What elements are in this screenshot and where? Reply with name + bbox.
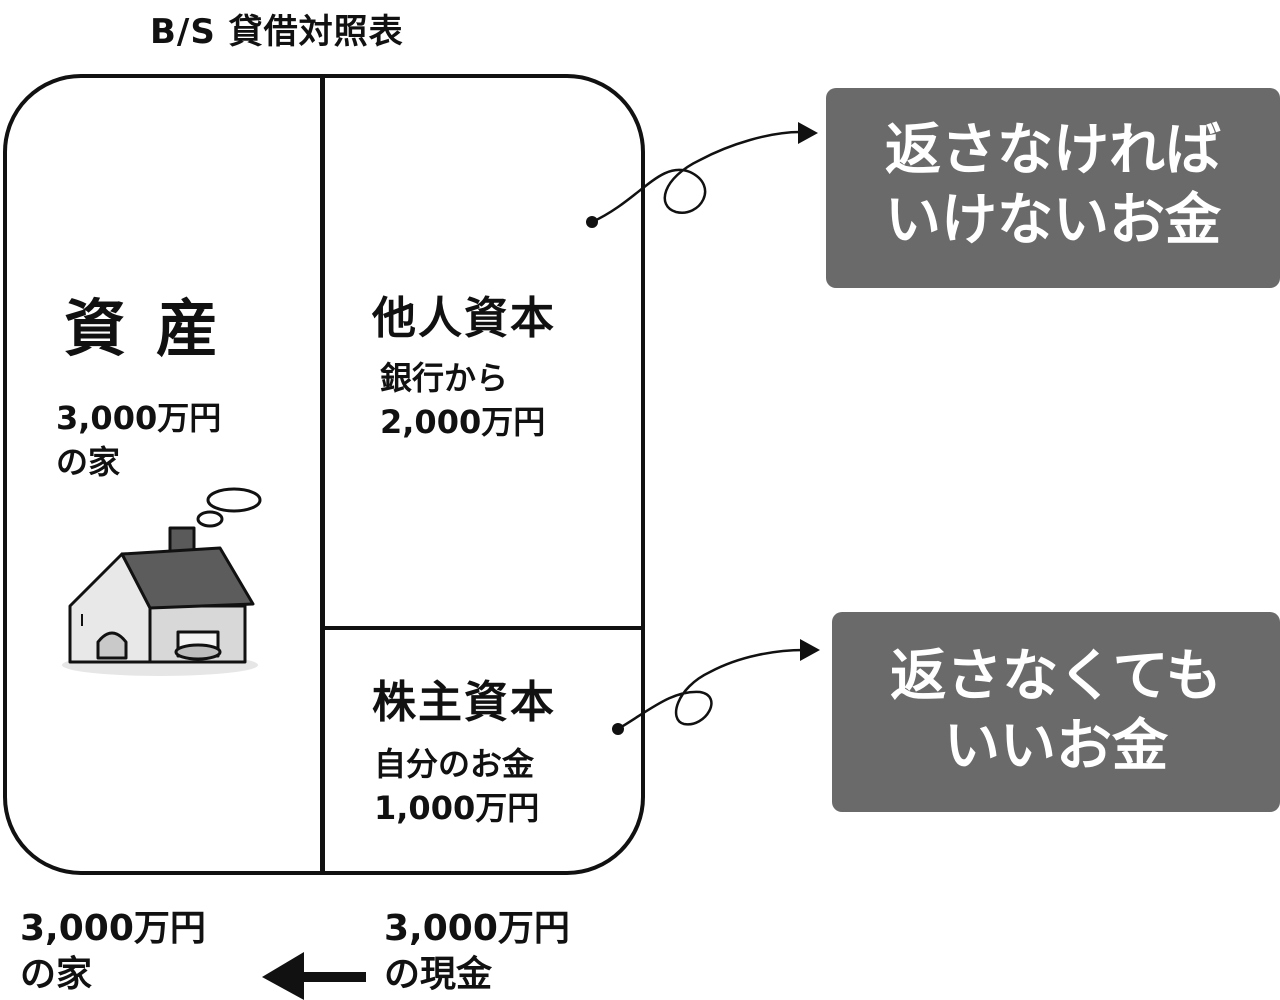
liabilities-heading: 他人資本: [372, 293, 556, 344]
equity-heading: 株主資本: [372, 677, 556, 728]
assets-note-line1: 3,000万円: [56, 399, 222, 437]
callout-no-repay: 返さなくても いいお金: [832, 612, 1280, 812]
bottom-cash-line1: 3,000万円: [384, 908, 570, 949]
assets-note: 3,000万円 の家: [56, 396, 221, 484]
bottom-house-line2: の家: [20, 954, 93, 995]
diagram-title: B/S 貸借対照表: [150, 12, 404, 52]
arrowhead-callout-equity: [800, 639, 820, 661]
equity-note-line1: 自分のお金: [374, 745, 535, 783]
bottom-house-label: 3,000万円 の家: [20, 906, 206, 998]
arrowhead-callout-debt: [798, 122, 818, 144]
connector-liabilities-to-callout: [591, 130, 801, 224]
liabilities-note: 銀行から 2,000万円: [380, 356, 545, 444]
connector-equity-to-callout: [617, 648, 805, 731]
callout-must-repay-line2: いけないお金: [885, 188, 1221, 253]
callout-must-repay-line1: 返さなければ: [885, 118, 1221, 183]
vertical-divider: [320, 74, 325, 875]
house-icon: [62, 487, 262, 676]
liabilities-note-line2: 2,000万円: [380, 403, 546, 441]
bottom-cash-label: 3,000万円 の現金: [384, 906, 570, 998]
equity-note-line2: 1,000万円: [374, 789, 540, 827]
liabilities-note-line1: 銀行から: [380, 359, 509, 397]
arrow-left-icon: [262, 952, 366, 1000]
horizontal-divider: [325, 626, 645, 630]
assets-heading: 資産: [64, 292, 249, 365]
callout-must-repay: 返さなければ いけないお金: [826, 88, 1280, 288]
assets-note-line2: の家: [56, 443, 121, 481]
bottom-cash-line2: の現金: [384, 954, 493, 995]
equity-note: 自分のお金 1,000万円: [374, 742, 539, 830]
connector-dot-equity: [612, 723, 624, 735]
callout-no-repay-line1: 返さなくても: [890, 644, 1222, 709]
connector-dot-liabilities: [586, 216, 598, 228]
bottom-house-line1: 3,000万円: [20, 908, 206, 949]
callout-no-repay-line2: いいお金: [944, 714, 1168, 779]
